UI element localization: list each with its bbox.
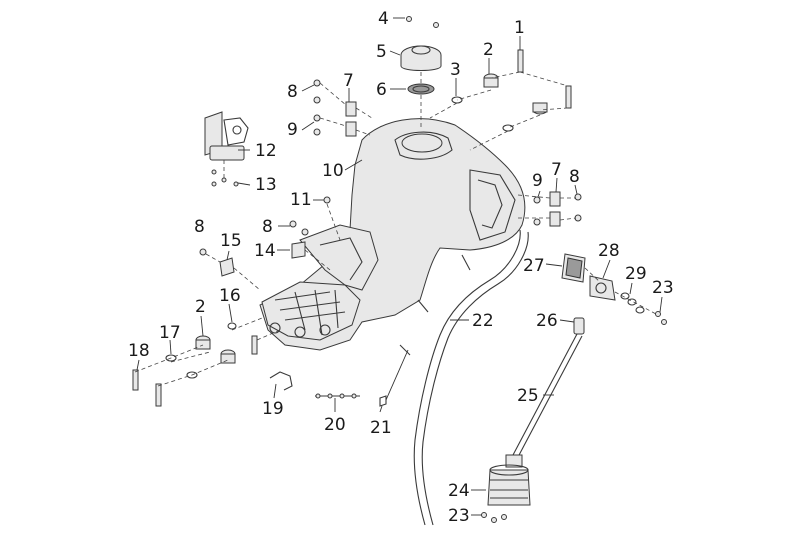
callout-10: 10 [322,161,344,181]
level-sensor-flange [561,253,667,325]
callout-8-left: 8 [287,82,298,102]
callout-11: 11 [290,190,312,210]
callout-12: 12 [255,141,277,161]
callout-3: 3 [450,60,461,80]
callout-29: 29 [625,264,647,284]
left-lower-mount-hardware [132,317,281,407]
callout-9-left: 9 [287,120,298,140]
callout-9-right: 9 [532,171,543,191]
callout-7-right: 7 [551,160,562,180]
callout-26: 26 [536,311,558,331]
clamp-strip-and-fitting [315,349,409,407]
callout-16: 16 [219,286,241,306]
callout-8-mid: 8 [262,217,273,237]
callout-8-far-left: 8 [194,217,205,237]
callout-18: 18 [128,341,150,361]
left-lower-brackets [199,196,341,291]
leader-lines [136,17,663,516]
fuel-tank-body [259,118,526,351]
callout-7-left: 7 [343,71,354,91]
callout-1: 1 [514,18,525,38]
callout-14: 14 [254,241,276,261]
callout-19: 19 [262,399,284,419]
callout-13: 13 [255,175,277,195]
left-bracket-hardware [313,79,373,137]
filler-pipe-assembly [481,317,585,523]
callout-4: 4 [378,9,389,29]
callout-8-right: 8 [569,167,580,187]
callout-23-right: 23 [652,278,674,298]
hose-clip [269,371,293,391]
callout-22: 22 [472,311,494,331]
callout-labels: 4 5 6 1 2 3 7 8 9 10 11 12 13 8 14 8 15 … [128,9,674,526]
drain-hoses [399,229,529,526]
callout-2-bottom: 2 [195,297,206,317]
callout-21: 21 [370,418,392,438]
filler-neck-parts [400,16,442,128]
callout-15: 15 [220,231,242,251]
callout-25: 25 [517,386,539,406]
callout-20: 20 [324,415,346,435]
right-bracket-hardware [517,191,582,227]
fuel-pump-unit [204,111,249,187]
callout-27: 27 [523,256,545,276]
top-right-mount-hardware [429,49,572,151]
callout-17: 17 [159,323,181,343]
callout-23-bottom: 23 [448,506,470,526]
callout-5: 5 [376,42,387,62]
callout-6: 6 [376,80,387,100]
callout-24: 24 [448,481,470,501]
callout-28: 28 [598,241,620,261]
callout-2-top: 2 [483,40,494,60]
